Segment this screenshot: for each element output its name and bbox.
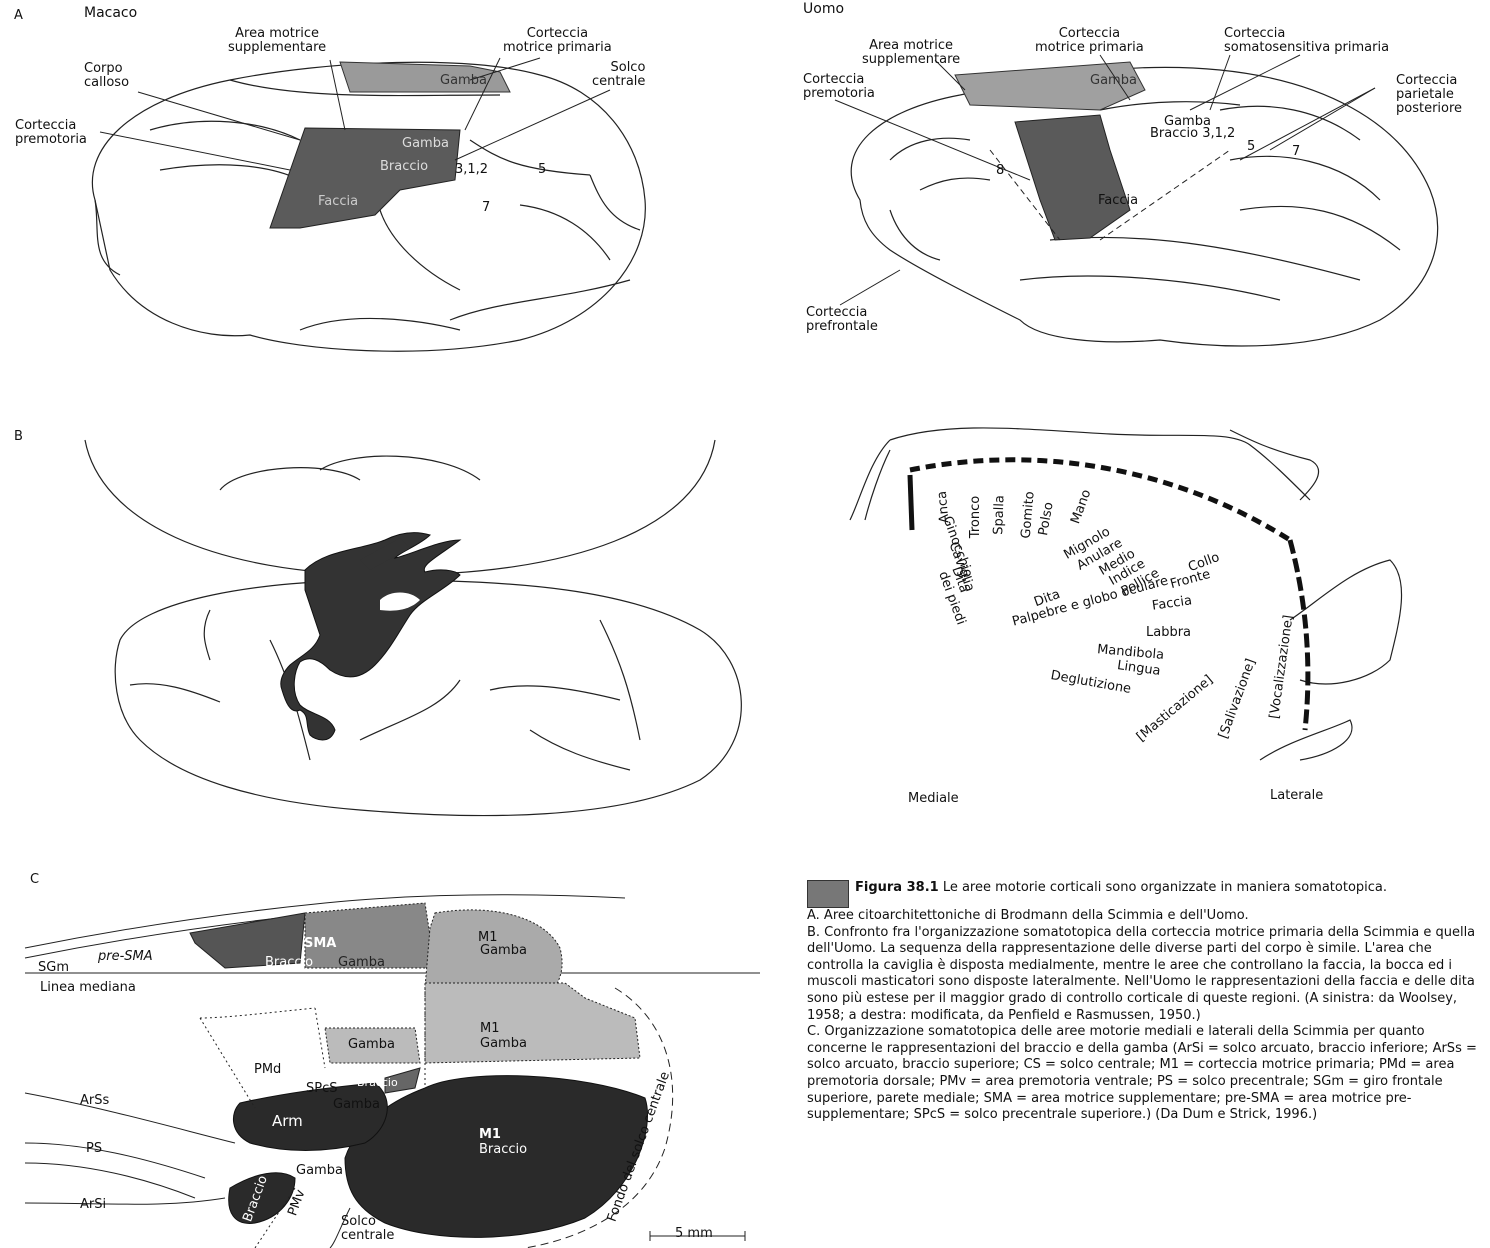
homunculus-label-labbra: Labbra [1146, 626, 1191, 640]
panel-c-linea: Linea mediana [40, 981, 136, 995]
human-faccia: Faccia [1098, 194, 1138, 208]
panel-c-pmd-gamba: Gamba [348, 1038, 395, 1052]
macaque-corpus-label: Corpo calloso [84, 62, 129, 90]
human-n5: 5 [1247, 140, 1255, 154]
macaque-sulcus-label: Solco centrale [592, 61, 645, 89]
panel-c-m1-big: M1 [479, 1128, 501, 1142]
laterale-label: Laterale [1270, 789, 1323, 803]
macaque-sma-label: Area motrice supplementare [228, 27, 326, 55]
macaque-map-figure [60, 440, 780, 830]
panel-c-arm: Arm [272, 1114, 303, 1128]
panel-c-sma: SMA [304, 937, 336, 951]
macaque-gamba-top: Gamba [440, 74, 487, 88]
caption-title-text: Le aree motorie corticali sono organizza… [939, 880, 1387, 895]
human-premotor-label: Corteccia premotoria [803, 73, 875, 101]
panel-c-gamba-pmv: Gamba [296, 1164, 343, 1178]
panel-b-letter: B [14, 429, 23, 444]
panel-c-pre-sma: pre-SMA [98, 950, 153, 964]
macaque-n7: 7 [482, 201, 490, 215]
macaque-n5: 5 [538, 163, 546, 177]
panel-c-arss: ArSs [80, 1094, 109, 1108]
caption-figure-number: Figura 38.1 [855, 880, 939, 895]
figure-caption: Figura 38.1 Le aree motorie corticali so… [807, 880, 1487, 1124]
macaque-braccio: Braccio [380, 160, 428, 174]
panel-c-m1-big-braccio: Braccio [479, 1143, 527, 1157]
panel-c-sma-braccio: Braccio [265, 956, 313, 970]
human-homunculus-figure [830, 420, 1430, 780]
panel-c-m1-mid-gamba: Gamba [480, 1037, 527, 1051]
macaque-gamba-mid: Gamba [402, 137, 449, 151]
caption-paragraph-a: A. Aree citoarchitettoniche di Brodmann … [807, 908, 1487, 925]
human-m1-label: Corteccia motrice primaria [1035, 27, 1144, 55]
panel-c-spcs-braccio: Braccio [357, 1076, 398, 1090]
macaque-n312: 3,1,2 [455, 163, 488, 177]
panel-c-solco: Solco centrale [341, 1215, 394, 1243]
mediale-label: Mediale [908, 792, 959, 806]
human-sma-label: Area motrice supplementare [862, 39, 960, 67]
panel-c-ps: PS [86, 1142, 102, 1156]
caption-paragraph-c: C. Organizzazione somatotopica delle are… [807, 1024, 1487, 1124]
human-braccio: Braccio 3,1,2 [1150, 127, 1235, 141]
human-prefrontal-label: Corteccia prefrontale [806, 306, 878, 334]
panel-c-scale: 5 mm [675, 1227, 713, 1241]
panel-c-letter: C [30, 872, 39, 887]
human-gamba-top: Gamba [1090, 74, 1137, 88]
macaque-m1-label: Corteccia motrice primaria [503, 27, 612, 55]
panel-c-arsi: ArSi [80, 1198, 106, 1212]
panel-c-pmd: PMd [254, 1063, 281, 1077]
macaque-faccia: Faccia [318, 195, 358, 209]
chapter-icon [807, 880, 849, 908]
human-ss-label: Corteccia somatosensitiva primaria [1224, 27, 1389, 55]
human-n7: 7 [1292, 145, 1300, 159]
panel-c-spcs: SPcS [306, 1082, 338, 1096]
homunculus-label-tronco: Tronco [969, 496, 983, 538]
panel-c-m1-mid: M1 [480, 1022, 500, 1036]
caption-paragraph-b: B. Confronto fra l'organizzazione somato… [807, 925, 1487, 1025]
human-parietal-label: Corteccia parietale posteriore [1396, 74, 1462, 116]
homunculus-label-spalla: Spalla [992, 495, 1007, 535]
panel-c-sma-gamba: Gamba [338, 956, 385, 970]
macaque-premotor-label: Corteccia premotoria [15, 119, 87, 147]
macaque-brain-figure [0, 0, 760, 380]
caption-title: Figura 38.1 Le aree motorie corticali so… [855, 880, 1387, 897]
panel-c-sgm: SGm [38, 961, 69, 975]
human-n8: 8 [996, 164, 1004, 178]
panel-c-spcs-gamba: Gamba [333, 1098, 380, 1112]
motor-areas-map-figure [25, 888, 785, 1248]
caption-header: Figura 38.1 Le aree motorie corticali so… [807, 880, 1487, 908]
panel-c-m1-top-gamba: Gamba [480, 944, 527, 958]
